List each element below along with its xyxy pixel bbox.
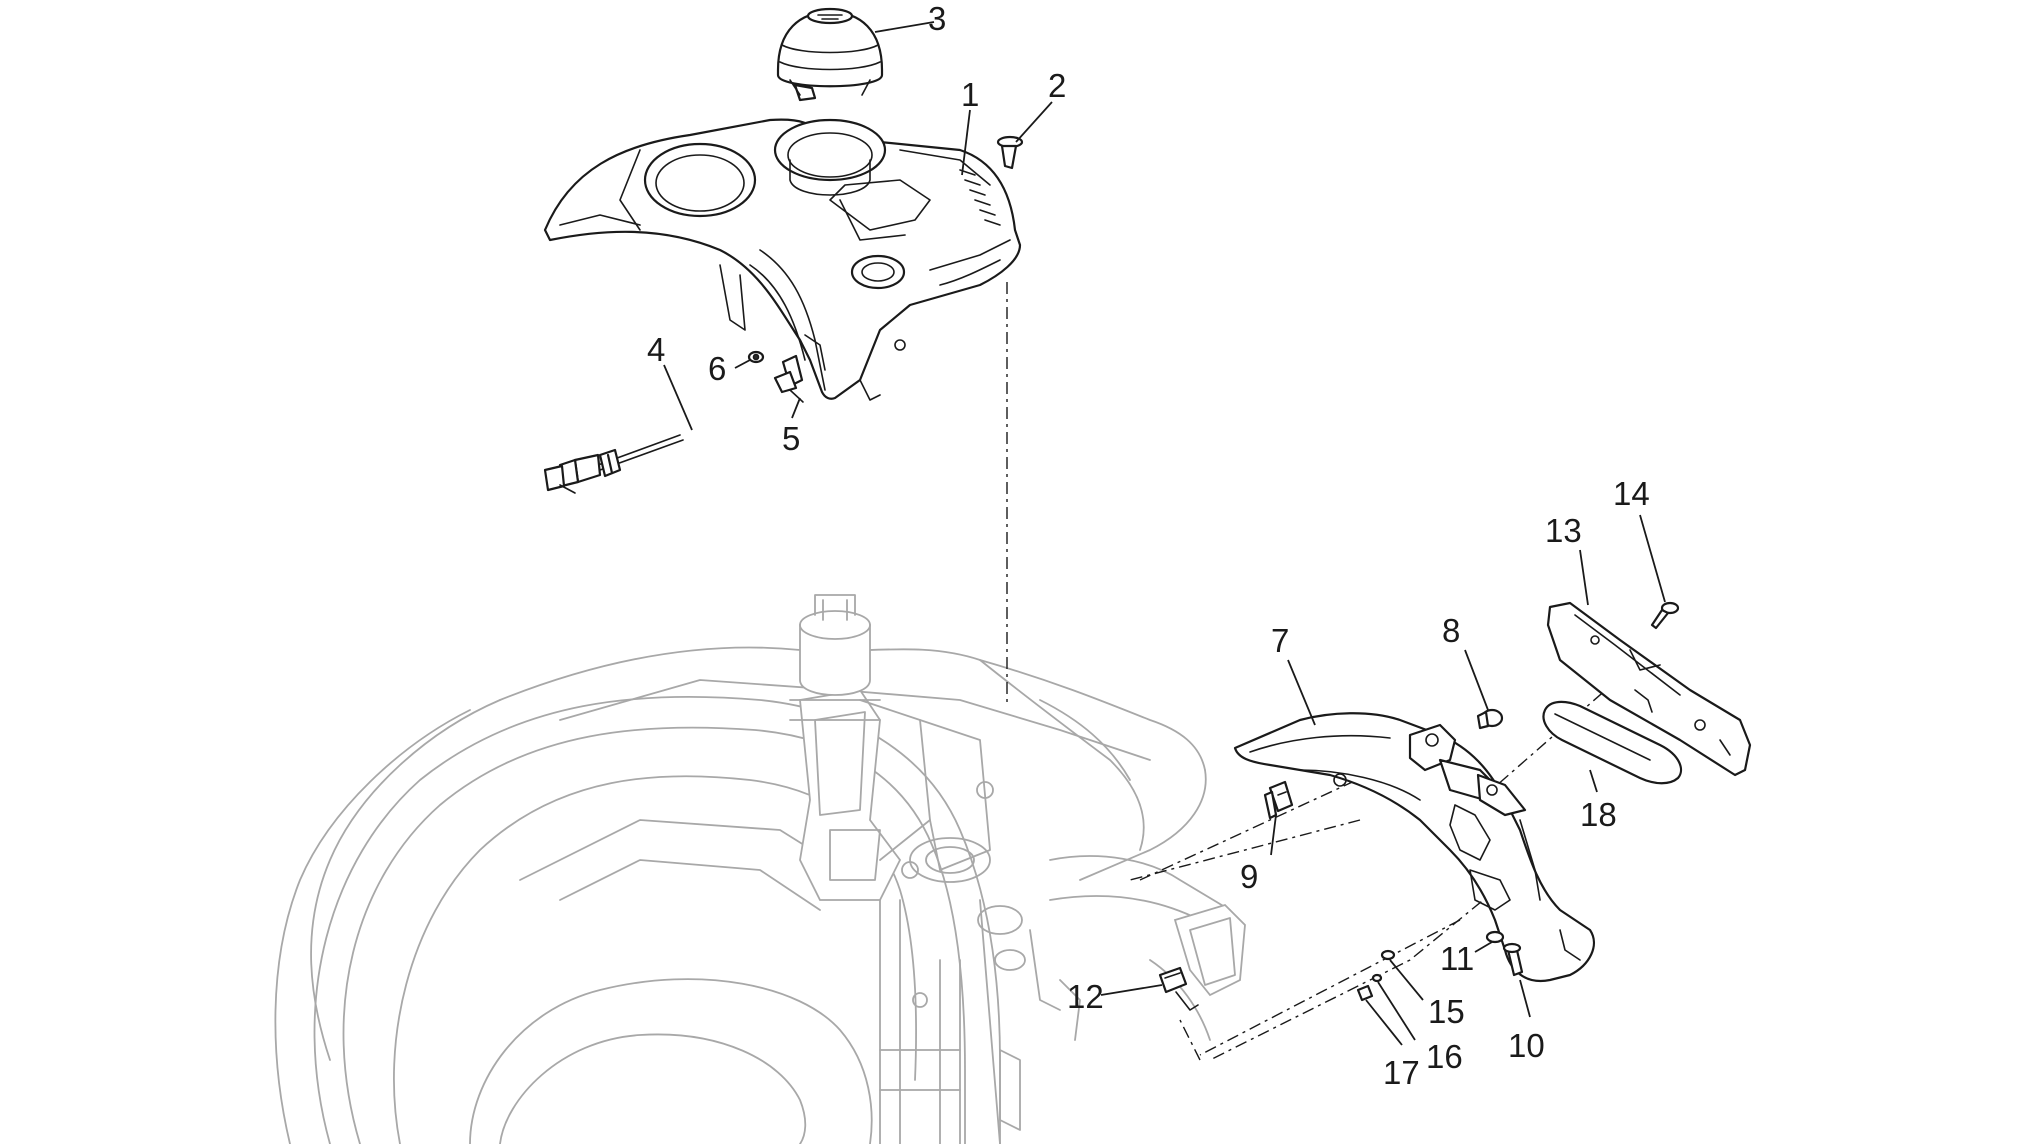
nut-6 xyxy=(747,350,765,364)
screw-2 xyxy=(996,135,1024,170)
screw-14 xyxy=(1650,601,1680,630)
callout-8: 8 xyxy=(1442,612,1460,649)
license-plate-holder-13 xyxy=(1546,601,1752,777)
callout-1: 1 xyxy=(961,76,979,113)
upper-tray-cover xyxy=(543,118,1022,401)
storage-bucket-rim xyxy=(342,726,966,1144)
callout-10: 10 xyxy=(1508,1027,1545,1064)
storage-bucket-floor xyxy=(469,978,873,1144)
fuel-filler-cap xyxy=(776,7,884,102)
callout-2: 2 xyxy=(1048,67,1066,104)
clip-9 xyxy=(1263,780,1294,820)
washer-11 xyxy=(1485,930,1505,944)
storage-bucket-inner xyxy=(393,775,917,1144)
callout-12: 12 xyxy=(1067,978,1104,1015)
rear-mudguard-7 xyxy=(1233,712,1596,983)
callout-15: 15 xyxy=(1428,993,1465,1030)
frame-top-surface xyxy=(499,646,1206,771)
bracket-switch-5 xyxy=(773,354,804,403)
callout-14: 14 xyxy=(1613,475,1650,512)
license-light-12 xyxy=(1158,966,1199,1011)
callout-18: 18 xyxy=(1580,796,1617,833)
hardware-small xyxy=(1356,930,1524,1002)
callout-17: 17 xyxy=(1383,1054,1420,1091)
callout-5: 5 xyxy=(782,420,800,457)
callout-11: 11 xyxy=(1440,940,1474,977)
storage-bucket-outer xyxy=(313,695,1001,1144)
leader-lines xyxy=(663,21,1666,1046)
callout-16: 16 xyxy=(1426,1038,1463,1075)
screw-8 xyxy=(1476,708,1504,730)
callout-4: 4 xyxy=(647,331,665,368)
callout-13: 13 xyxy=(1545,512,1582,549)
nut-17 xyxy=(1356,984,1374,1002)
washer-15 xyxy=(1380,949,1396,961)
reflector-18 xyxy=(1542,700,1683,785)
storage-bucket-floor-pad xyxy=(499,1033,807,1144)
scooter-frame-ghost xyxy=(274,594,1246,1144)
cable-connector-4 xyxy=(543,434,684,494)
callout-3: 3 xyxy=(928,0,946,37)
callout-9: 9 xyxy=(1240,858,1258,895)
callout-labels: 1 2 3 4 5 6 7 8 9 10 11 12 13 14 15 16 1… xyxy=(647,0,1650,1091)
callout-6: 6 xyxy=(708,350,726,387)
callout-7: 7 xyxy=(1271,622,1289,659)
washer-16 xyxy=(1371,973,1383,983)
